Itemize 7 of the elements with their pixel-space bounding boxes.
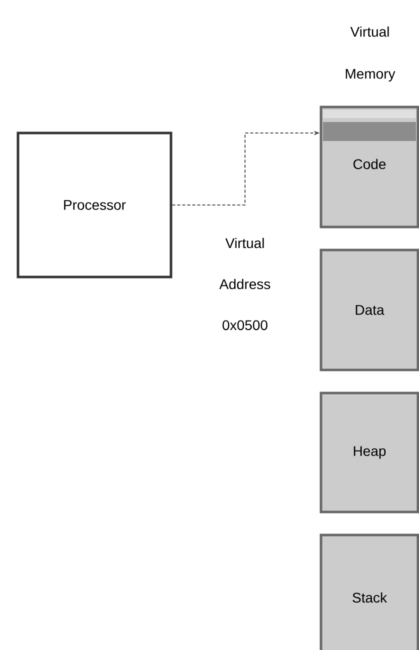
memory-segment-box: Data (320, 248, 419, 372)
memory-segment-box: Heap (320, 392, 419, 514)
memory-segment-box: Stack (320, 534, 419, 650)
processor-box: Processor (16, 132, 172, 278)
memory-segment-box: Code (320, 106, 419, 228)
heading-label: Virtual Memory (346, 26, 396, 82)
edge-label: Virtual Address 0x0500 (219, 238, 270, 330)
